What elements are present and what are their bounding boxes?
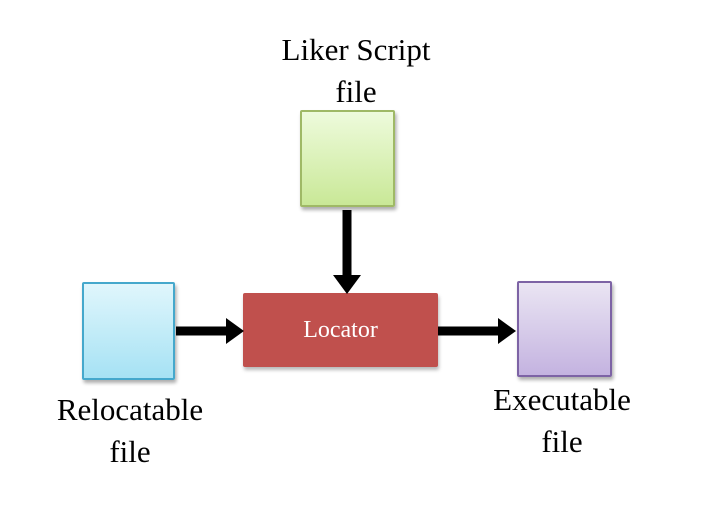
relocatable-file-box (82, 282, 175, 380)
arrow-relocatable-to-locator-icon (176, 318, 244, 344)
relocatable-file-label: Relocatable file (56, 392, 204, 469)
linker-script-file-box (300, 110, 395, 207)
locator-box: Locator (243, 293, 438, 367)
arrow-script-to-locator-icon (333, 210, 361, 294)
locator-box-label: Locator (303, 316, 378, 343)
arrow-locator-to-executable-icon (438, 318, 516, 344)
linker-script-file-label: Liker Script file (281, 32, 431, 109)
executable-file-label: Executable file (493, 382, 631, 459)
executable-file-box (517, 281, 612, 377)
